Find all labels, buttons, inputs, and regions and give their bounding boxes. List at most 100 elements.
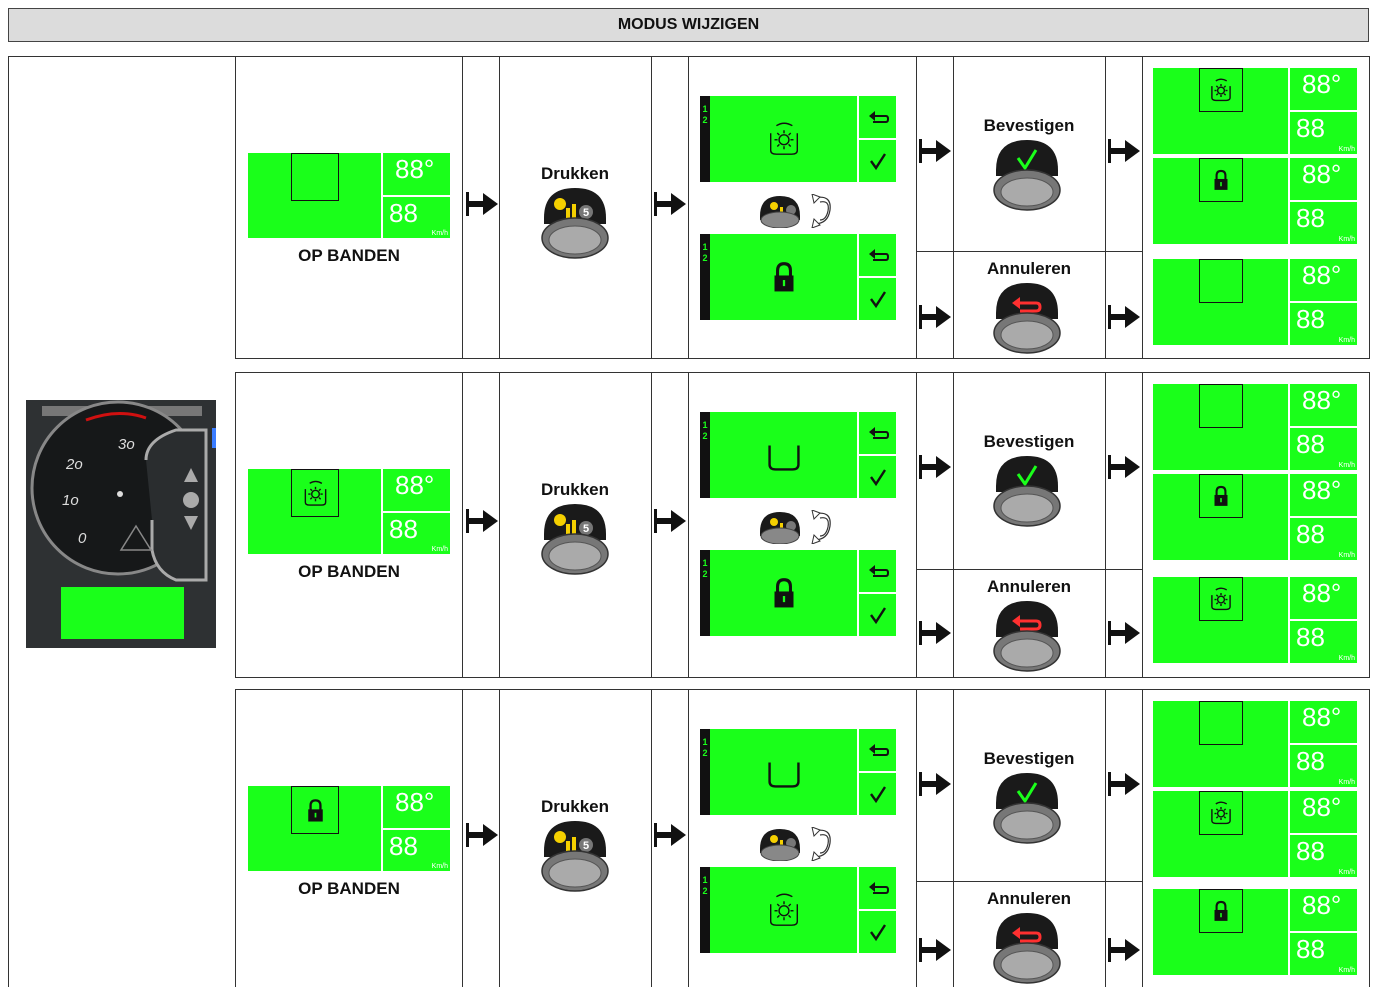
arrow-right-icon (1107, 771, 1141, 797)
row-border-top (235, 689, 1370, 690)
display-icon-frame (1199, 889, 1243, 933)
speed-readout: 88 (1296, 519, 1325, 549)
column-divider (1369, 56, 1370, 358)
column-divider (953, 689, 954, 987)
press-label: Drukken (540, 164, 610, 183)
confirm-button (990, 452, 1064, 528)
row-border-bottom (235, 358, 1370, 359)
wash-icon (1208, 586, 1234, 612)
column-divider (688, 372, 689, 677)
menu-index: 1 (702, 420, 708, 430)
display-temp-area: 88° (1290, 701, 1357, 743)
row-border-top (235, 56, 1370, 57)
temperature-readout: 88° (1302, 890, 1342, 920)
speed-readout: 88 (1296, 746, 1325, 776)
gauge-tick-label: 0 (78, 530, 87, 547)
arrow-right-icon (465, 822, 499, 848)
back-softkey[interactable] (859, 867, 896, 909)
speed-readout: 88 (1296, 304, 1325, 334)
temperature-readout: 88° (1302, 385, 1342, 415)
display-icon-frame (1199, 701, 1243, 745)
temperature-readout: 88° (1302, 792, 1342, 822)
display-icon-area (248, 153, 381, 238)
display-temp-area: 88° (1290, 259, 1357, 301)
column-divider (1105, 56, 1106, 358)
branch-divider (916, 251, 1142, 252)
mode-label: OP BANDEN (298, 562, 400, 581)
menu-main-area (710, 867, 857, 953)
arrow-right-icon (918, 937, 952, 963)
speed-unit: Km/h (1338, 869, 1355, 876)
speed-unit: Km/h (1338, 552, 1355, 559)
confirm-softkey[interactable] (859, 456, 896, 498)
display-temp-area: 88° (1290, 384, 1357, 426)
column-divider (651, 689, 652, 987)
speed-readout: 88 (1296, 934, 1325, 964)
back-arrow-icon (867, 424, 889, 442)
confirm-softkey[interactable] (859, 278, 896, 320)
display-icon-frame (1199, 158, 1243, 202)
menu-index: 1 (702, 737, 708, 747)
speed-readout: 88 (1296, 429, 1325, 459)
back-softkey[interactable] (859, 550, 896, 592)
menu-main-area (710, 729, 857, 815)
mode-label: OP BANDEN (298, 246, 400, 265)
back-softkey[interactable] (859, 96, 896, 138)
display-icon-area (1153, 384, 1288, 470)
lock-icon (1208, 898, 1234, 924)
speed-readout: 88 (1296, 113, 1325, 143)
column-divider (462, 689, 463, 987)
display-icon-area (1153, 701, 1288, 787)
display-icon-area (248, 786, 381, 871)
check-icon (868, 289, 888, 309)
display-temp-area: 88° (383, 153, 450, 195)
section-title: MODUS WIJZIGEN (617, 16, 760, 33)
confirm-softkey[interactable] (859, 594, 896, 636)
menu-index: 1 (702, 104, 708, 114)
arrow-right-icon (1107, 304, 1141, 330)
menu-index: 2 (702, 115, 708, 125)
back-softkey[interactable] (859, 412, 896, 454)
wash-icon (1208, 800, 1234, 826)
column-divider (462, 372, 463, 677)
rotate-knob-hint (758, 194, 844, 228)
speed-readout: 88 (1296, 836, 1325, 866)
column-divider (1142, 372, 1143, 677)
display-icon-area (1153, 889, 1288, 975)
column-divider (1369, 689, 1370, 987)
menu-index: 2 (702, 886, 708, 896)
temperature-readout: 88° (395, 154, 435, 184)
check-icon (868, 922, 888, 942)
display-icon-frame (291, 469, 339, 517)
menu-main-area (710, 96, 857, 182)
check-icon (868, 605, 888, 625)
confirm-softkey[interactable] (859, 911, 896, 953)
table-border-top (8, 56, 235, 57)
back-softkey[interactable] (859, 234, 896, 276)
arrow-right-icon (918, 620, 952, 646)
speed-readout: 88 (389, 198, 418, 228)
lock-icon (765, 258, 803, 296)
column-divider (462, 56, 463, 358)
display-icon-frame (1199, 474, 1243, 518)
confirm-softkey[interactable] (859, 773, 896, 815)
temperature-readout: 88° (1302, 702, 1342, 732)
arrow-right-icon (1107, 138, 1141, 164)
speed-unit: Km/h (431, 546, 448, 553)
back-softkey[interactable] (859, 729, 896, 771)
confirm-softkey[interactable] (859, 140, 896, 182)
display-icon-area (1153, 68, 1288, 154)
section-header: MODUS WIJZIGEN (8, 8, 1369, 42)
